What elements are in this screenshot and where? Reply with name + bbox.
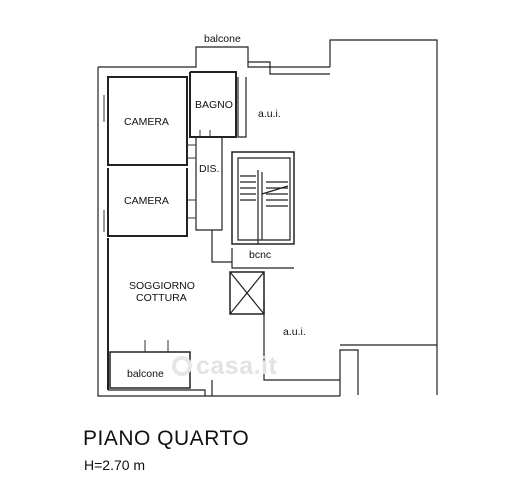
room-label-bcnc: bcnc xyxy=(249,249,271,261)
room-label-dis: DIS. xyxy=(199,163,219,175)
watermark: casa.it xyxy=(196,352,278,380)
room-label-aui-top: a.u.i. xyxy=(258,108,281,120)
room-label-balcone-top: balcone xyxy=(204,33,241,45)
room-label-camera-1: CAMERA xyxy=(124,116,169,128)
floor-height: H=2.70 m xyxy=(84,457,146,473)
room-label-balcone-bottom: balcone xyxy=(127,368,164,380)
floor-title: PIANO QUARTO xyxy=(83,427,250,450)
room-label-aui-bottom: a.u.i. xyxy=(283,326,306,338)
room-label-camera-2: CAMERA xyxy=(124,195,169,207)
room-label-bagno: BAGNO xyxy=(195,99,233,111)
room-label-cottura: COTTURA xyxy=(136,292,187,304)
room-label-soggiorno: SOGGIORNO xyxy=(129,280,195,292)
door-swings xyxy=(103,95,211,352)
watermark-logo-icon xyxy=(172,356,192,376)
walls xyxy=(97,39,438,397)
